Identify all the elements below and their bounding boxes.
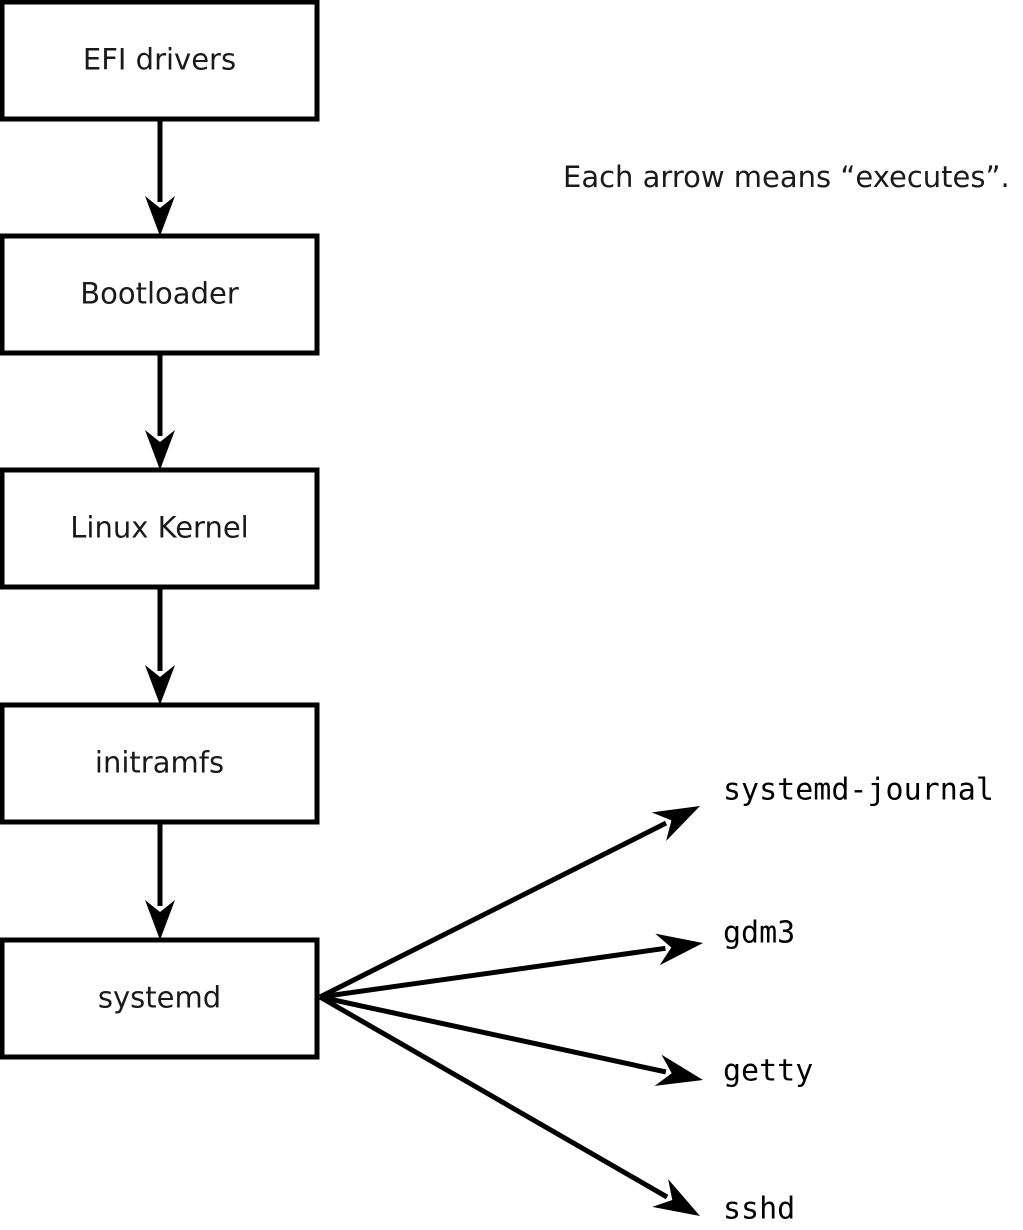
chain-arrow-bootloader-to-kernel bbox=[145, 353, 175, 470]
chain-edge-group bbox=[145, 119, 175, 940]
service-label-sshd[interactable]: sshd bbox=[723, 1192, 795, 1227]
service-label-systemd-journal[interactable]: systemd-journal bbox=[723, 773, 994, 808]
box-outline bbox=[0, 233, 320, 356]
arrow-head-icon bbox=[145, 196, 175, 236]
chain-arrow-efi-to-bootloader bbox=[145, 119, 175, 236]
fanout-arrow-systemd-journal bbox=[318, 806, 700, 1000]
process-box-systemd[interactable]: systemd bbox=[0, 937, 320, 1060]
arrow-head-icon bbox=[654, 1054, 703, 1086]
arrow-head-icon bbox=[651, 806, 700, 841]
box-label-systemd: systemd bbox=[98, 981, 221, 1015]
process-box-efi-drivers[interactable]: EFI drivers bbox=[0, 0, 320, 122]
arrow-head-icon bbox=[145, 430, 175, 470]
arrow-shaft bbox=[318, 820, 668, 1000]
arrow-head-icon bbox=[652, 1179, 700, 1216]
box-label-bootloader: Bootloader bbox=[80, 277, 239, 311]
box-label-initramfs: initramfs bbox=[95, 746, 224, 780]
service-label-group: systemd-journal gdm3 getty sshd bbox=[723, 773, 994, 1227]
fanout-edge-group bbox=[318, 806, 703, 1216]
arrow-head-icon bbox=[145, 900, 175, 940]
box-outline bbox=[0, 937, 320, 1060]
box-outline bbox=[0, 702, 320, 825]
chain-arrow-initramfs-to-systemd bbox=[145, 822, 175, 940]
arrow-head-icon bbox=[145, 665, 175, 705]
fanout-arrow-getty bbox=[319, 994, 703, 1086]
legend-caption: Each arrow means “executes”. bbox=[563, 160, 1010, 194]
box-label-efi-drivers: EFI drivers bbox=[83, 43, 236, 77]
arrow-shaft bbox=[319, 945, 666, 1000]
service-label-gdm3[interactable]: gdm3 bbox=[723, 916, 795, 951]
process-box-linux-kernel[interactable]: Linux Kernel bbox=[0, 467, 320, 590]
arrow-shaft bbox=[319, 994, 667, 1075]
process-box-initramfs[interactable]: initramfs bbox=[0, 702, 320, 825]
process-box-bootloader[interactable]: Bootloader bbox=[0, 233, 320, 356]
box-outline bbox=[0, 0, 320, 122]
box-label-linux-kernel: Linux Kernel bbox=[70, 511, 248, 545]
fanout-arrow-gdm3 bbox=[319, 933, 703, 1000]
service-label-getty[interactable]: getty bbox=[723, 1054, 813, 1089]
fanout-arrow-sshd bbox=[318, 994, 700, 1216]
box-outline bbox=[0, 467, 320, 590]
arrow-shaft bbox=[318, 994, 669, 1200]
chain-arrow-kernel-to-initramfs bbox=[145, 587, 175, 705]
arrow-head-icon bbox=[655, 933, 703, 966]
